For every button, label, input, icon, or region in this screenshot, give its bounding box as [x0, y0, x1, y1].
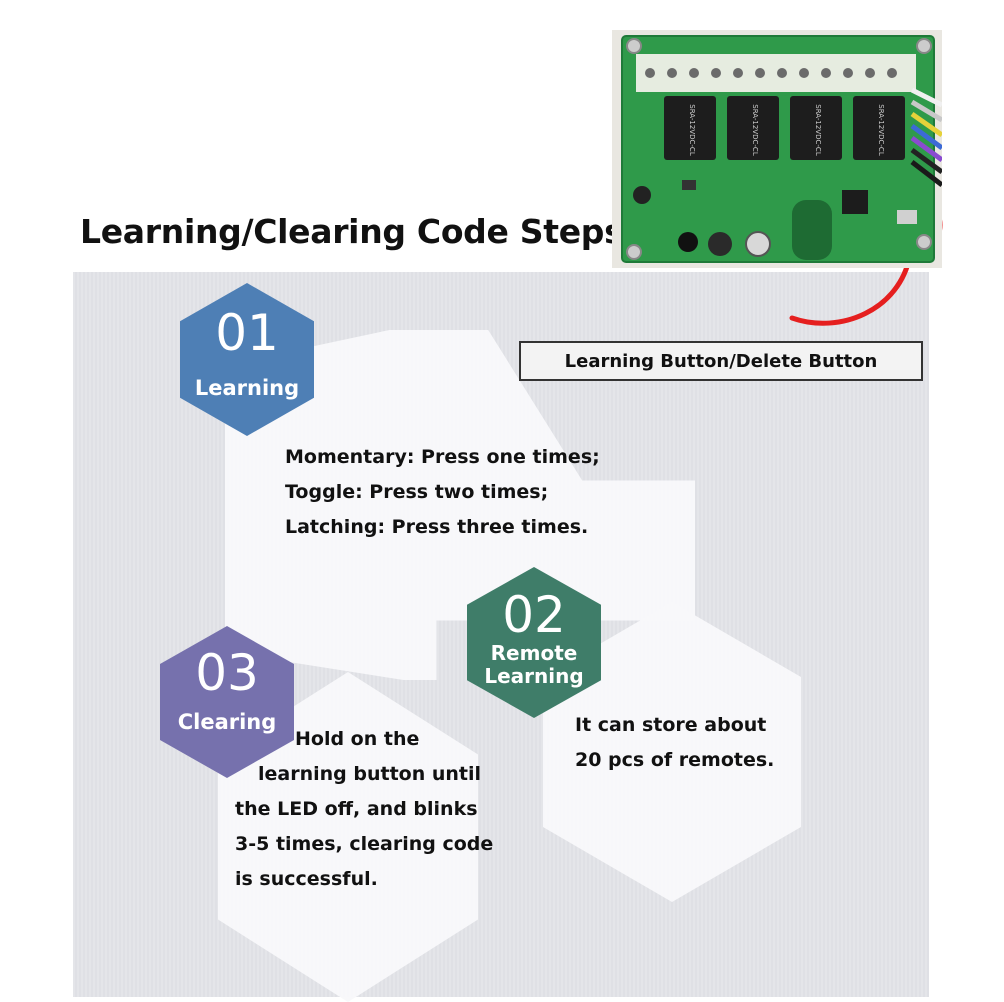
clearing-instructions: Hold on the learning button until the LE… — [235, 722, 493, 897]
step-02-badge: 02 Remote Learning — [467, 590, 601, 688]
step-02-number: 02 — [502, 586, 566, 644]
learning-line-toggle: Toggle: Press two times; — [285, 481, 549, 503]
learning-line-momentary: Momentary: Press one times; — [285, 446, 600, 468]
step-02-hexagon — [467, 567, 601, 718]
step-01-number: 01 — [215, 304, 279, 362]
clearing-line-4: 3-5 times, clearing code — [235, 833, 494, 855]
learning-line-latching: Latching: Press three times. — [285, 516, 589, 538]
remote-line-1: It can store about — [575, 714, 767, 736]
learning-button-callout: Learning Button/Delete Button — [519, 341, 923, 381]
remote-instructions: It can store about 20 pcs of remotes. — [575, 708, 774, 778]
learning-instructions: Momentary: Press one times; Toggle: Pres… — [285, 440, 600, 545]
step-02-label-line2: Learning — [484, 664, 584, 688]
clearing-line-5: is successful. — [235, 868, 378, 890]
remote-line-2: 20 pcs of remotes. — [575, 749, 775, 771]
steps-panel — [73, 272, 929, 1002]
step-01-label: Learning — [194, 376, 300, 400]
clearing-line-2: learning button until — [258, 763, 482, 785]
relay-label-2: SRA-12VDC-CL — [751, 104, 759, 156]
relay-board-image: SRA-12VDC-CL SRA-12VDC-CL SRA-12VDC-CL S… — [612, 30, 942, 268]
step-03-number: 03 — [195, 644, 259, 702]
step-03-badge: 03 Clearing — [160, 648, 294, 734]
clearing-line-1: Hold on the — [295, 728, 420, 750]
relay-label-3: SRA-12VDC-CL — [814, 104, 822, 156]
clearing-line-3: the LED off, and blinks — [235, 798, 478, 820]
page-title: Learning/Clearing Code Steps — [80, 212, 624, 251]
step-02-label-line1: Remote — [490, 641, 578, 665]
step-01-badge: 01 Learning — [180, 308, 314, 400]
relay-label-4: SRA-12VDC-CL — [877, 104, 885, 156]
relay-label-1: SRA-12VDC-CL — [688, 104, 696, 156]
step-03-label: Clearing — [177, 710, 277, 734]
